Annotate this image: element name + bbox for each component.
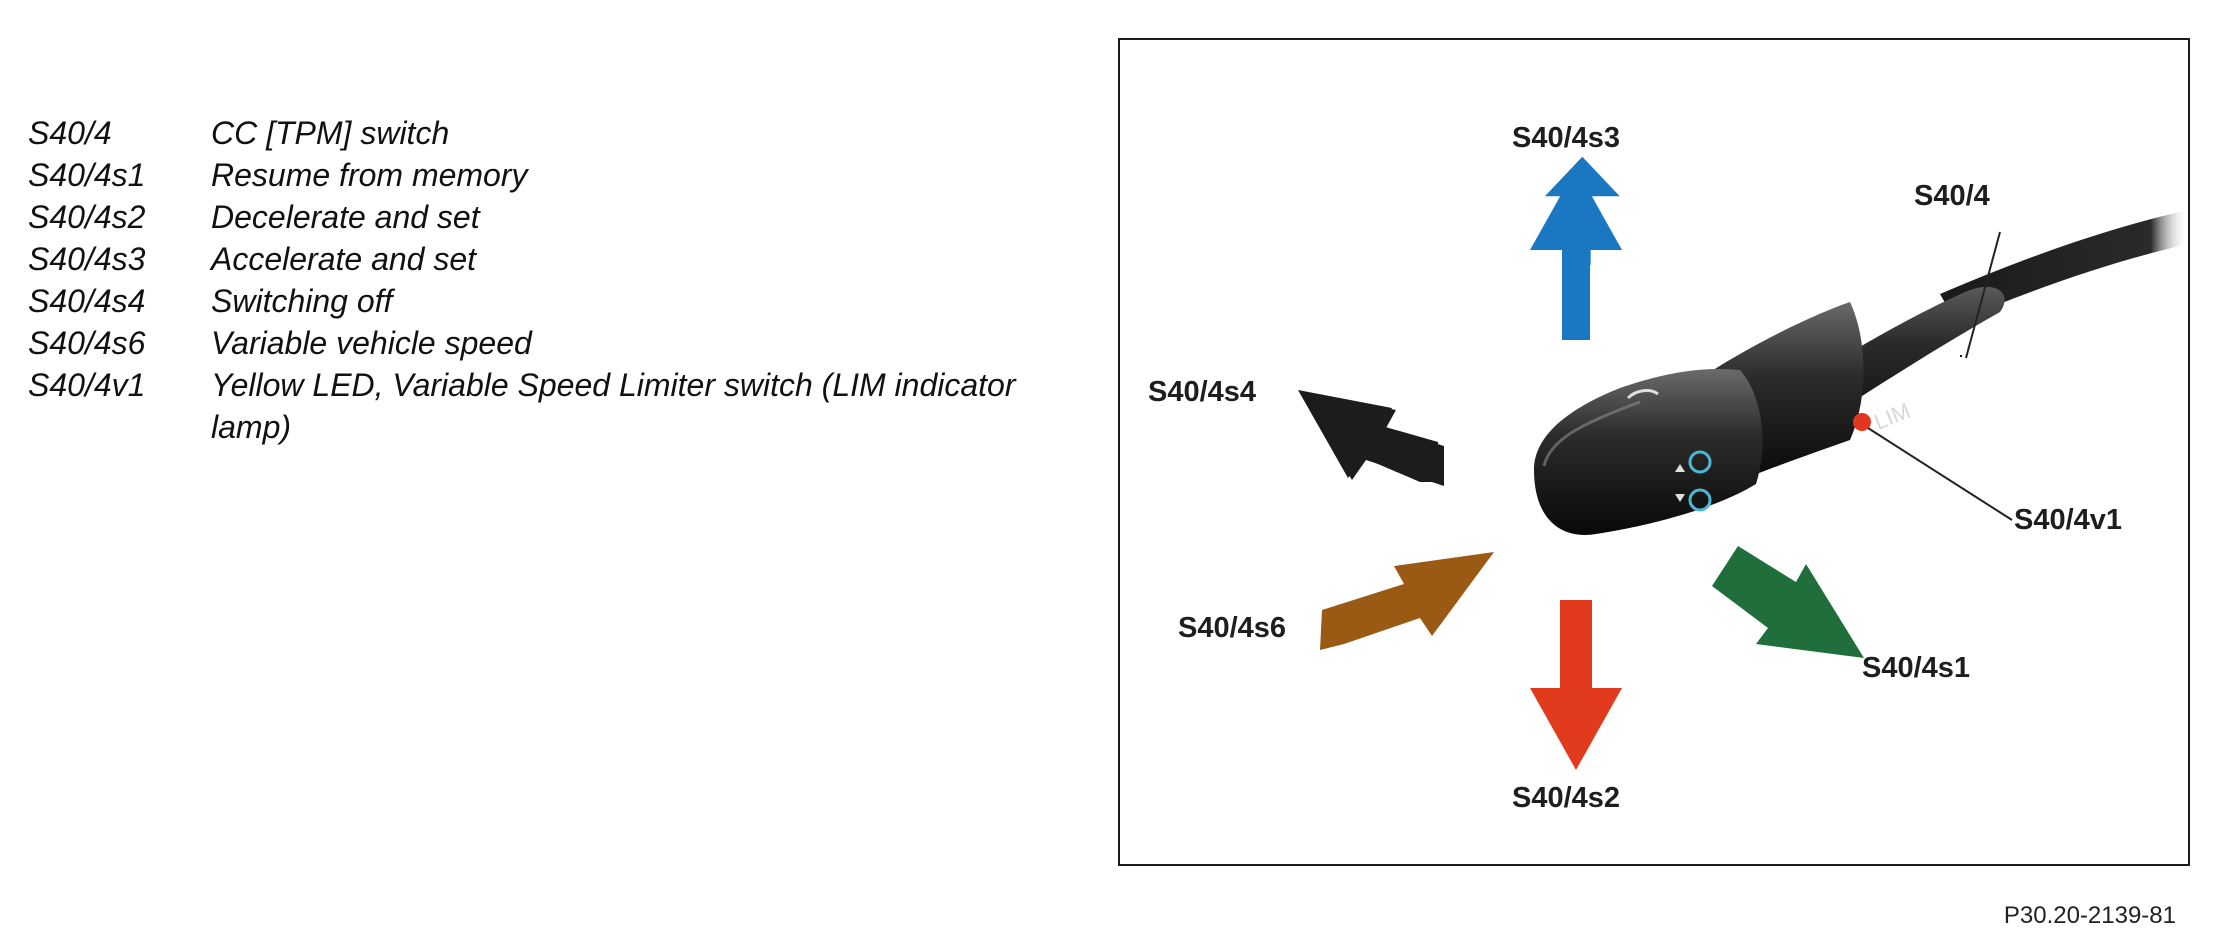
legend-row: S40/4v1 Yellow LED, Variable Speed Limit… — [28, 364, 1068, 448]
legend-row: S40/4s6 Variable vehicle speed — [28, 322, 1068, 364]
cruise-control-switch-figure: LIM S40/4s3 S40/4 S40/4s4 S40/4v1 S40/4s… — [1118, 38, 2190, 866]
legend-row: S40/4s2 Decelerate and set — [28, 196, 1068, 238]
plus-icon — [1688, 450, 1712, 474]
legend-code: S40/4s4 — [28, 283, 146, 319]
legend-row: S40/4s1 Resume from memory — [28, 154, 1068, 196]
legend-code: S40/4s1 — [28, 157, 146, 193]
switch-off-arrow — [1298, 390, 1444, 486]
minus-icon — [1688, 488, 1712, 512]
legend-row: S40/4s4 Switching off — [28, 280, 1068, 322]
leader-line — [1867, 427, 2013, 521]
legend-description: Accelerate and set — [211, 241, 477, 277]
variable-speed-arrow — [1320, 552, 1494, 650]
legend-description: Decelerate and set — [211, 199, 480, 235]
lim-label: LIM — [1871, 398, 1914, 435]
leader-line — [1965, 231, 2001, 359]
legend-list: S40/4 CC [TPM] switch S40/4s1 Resume fro… — [28, 112, 1068, 448]
decelerate-arrow — [1530, 600, 1622, 770]
switch-stalk: LIM — [1534, 210, 2188, 535]
legend-row: S40/4s3 Accelerate and set — [28, 238, 1068, 280]
figure-reference-id: P30.20-2139-81 — [2003, 902, 2176, 929]
lim-led-icon — [1853, 413, 1871, 431]
legend-code: S40/4s6 — [28, 325, 146, 361]
callout-s40-4s2: S40/4s2 — [1512, 782, 1621, 814]
resume-arrow — [1712, 546, 1864, 658]
callout-s40-4s6: S40/4s6 — [1178, 612, 1287, 644]
legend-code: S40/4v1 — [28, 367, 146, 403]
legend-code: S40/4s2 — [28, 199, 146, 235]
callout-s40-4s3: S40/4s3 — [1512, 122, 1621, 154]
callout-s40-4: S40/4 — [1914, 180, 1990, 212]
accelerate-arrow — [1530, 156, 1622, 340]
switch-illustration: LIM — [1298, 156, 2188, 770]
legend-description: CC [TPM] switch — [211, 115, 450, 151]
callout-s40-4v1: S40/4v1 — [2014, 504, 2123, 536]
legend-code: S40/4 — [28, 115, 112, 151]
callout-s40-4s4: S40/4s4 — [1148, 376, 1257, 408]
legend-description: Switching off — [211, 283, 393, 319]
legend-description: Resume from memory — [211, 157, 528, 193]
legend-description: Variable vehicle speed — [211, 325, 532, 361]
legend-description: Yellow LED, Variable Speed Limiter switc… — [211, 367, 1016, 445]
legend-row: S40/4 CC [TPM] switch — [28, 112, 1068, 154]
callout-s40-4s1: S40/4s1 — [1862, 652, 1971, 684]
speedometer-icon — [1626, 389, 1659, 400]
legend-code: S40/4s3 — [28, 241, 146, 277]
